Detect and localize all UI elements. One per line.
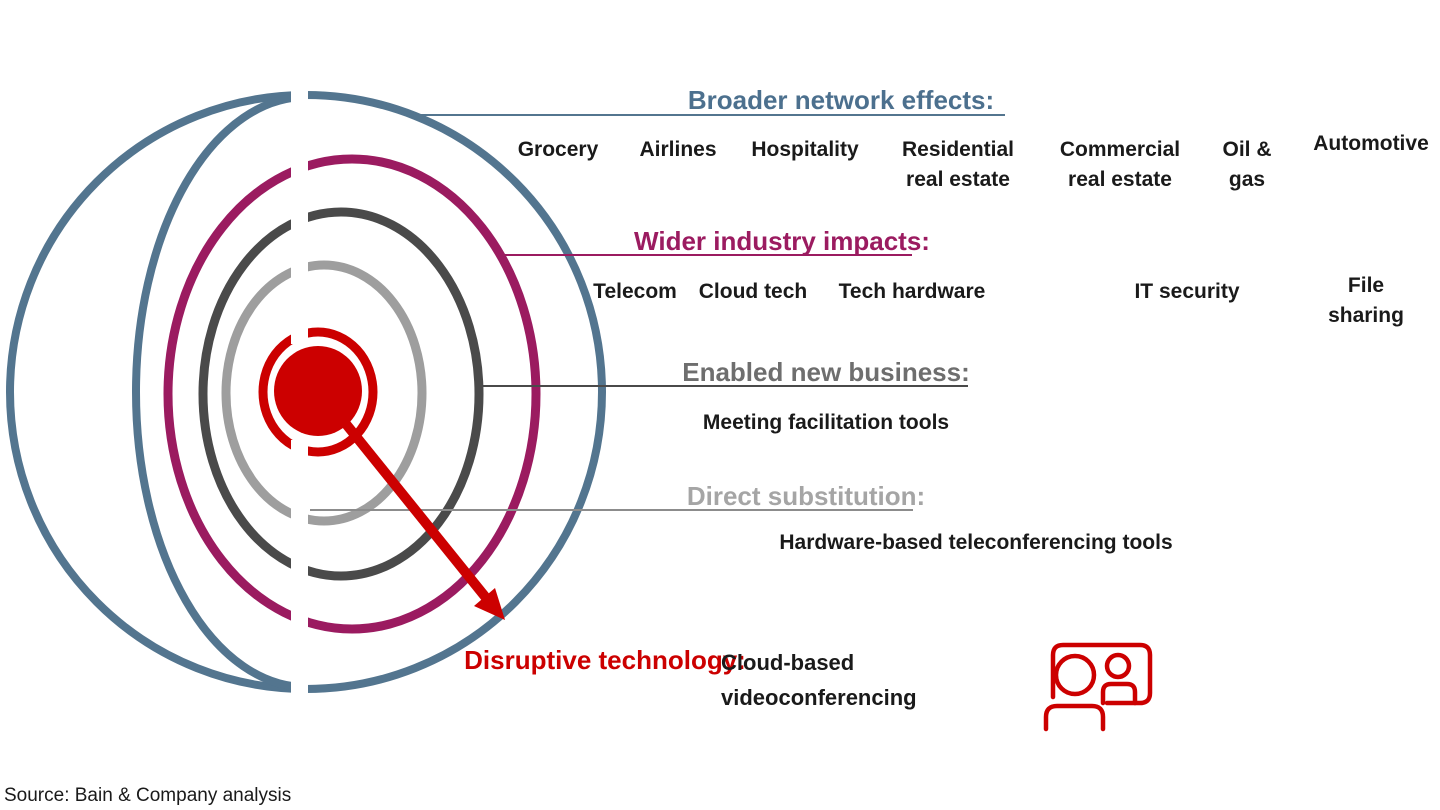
source-note: Source: Bain & Company analysis (4, 785, 292, 806)
disruptive-core-blob (274, 346, 362, 436)
heading-broader-network-effects: Broader network effects: (687, 85, 995, 115)
industry-residential-real-estate: Residential real estate (901, 138, 1015, 191)
icon-screen-frame (1050, 642, 1153, 706)
ring-wider-industry-impacts (163, 154, 541, 634)
ring-direct-substitution (221, 260, 427, 526)
item-cloud-based-videoconferencing: Cloud-based videoconferencing (721, 650, 917, 710)
industry-file-sharing: File sharing (1328, 274, 1404, 327)
industry-oil-gas: Oil & gas (1222, 138, 1272, 191)
ring-enabled-new-business (198, 207, 484, 581)
industry-airlines: Airlines (639, 138, 717, 161)
industry-commercial-real-estate: Commercial real estate (1059, 138, 1181, 191)
icon-large-head (1053, 653, 1097, 697)
item-meeting-facilitation-tools: Meeting facilitation tools (702, 411, 950, 434)
industry-grocery: Grocery (517, 138, 599, 161)
heading-direct-substitution: Direct substitution: (686, 481, 926, 511)
icon-large-shoulders (1043, 703, 1106, 732)
industry-it-security: IT security (1134, 280, 1240, 303)
core-ring-bottom-gap (291, 440, 308, 460)
heading-enabled-new-business: Enabled new business: (682, 357, 970, 387)
heading-wider-industry-impacts: Wider industry impacts: (634, 226, 930, 256)
industry-automotive: Automotive (1313, 132, 1429, 155)
disruption-arrow-head (474, 588, 505, 620)
industry-cloud-tech: Cloud tech (698, 280, 808, 303)
videoconference-people-icon (1043, 642, 1153, 732)
icon-small-shoulders (1100, 681, 1138, 706)
heading-disruptive-technology: Disruptive technology: (464, 645, 746, 675)
sphere-cut-face-arc (132, 93, 307, 691)
industry-telecom: Telecom (593, 280, 677, 303)
industry-hospitality: Hospitality (751, 138, 859, 161)
disruption-arrow-shaft (342, 420, 491, 603)
industry-tech-hardware: Tech hardware (838, 280, 986, 303)
item-hardware-teleconferencing-tools: Hardware-based teleconferencing tools (779, 531, 1173, 554)
icon-small-head (1104, 652, 1132, 680)
ring-disruptive-core (258, 327, 378, 457)
core-ring-top-gap (291, 324, 308, 344)
